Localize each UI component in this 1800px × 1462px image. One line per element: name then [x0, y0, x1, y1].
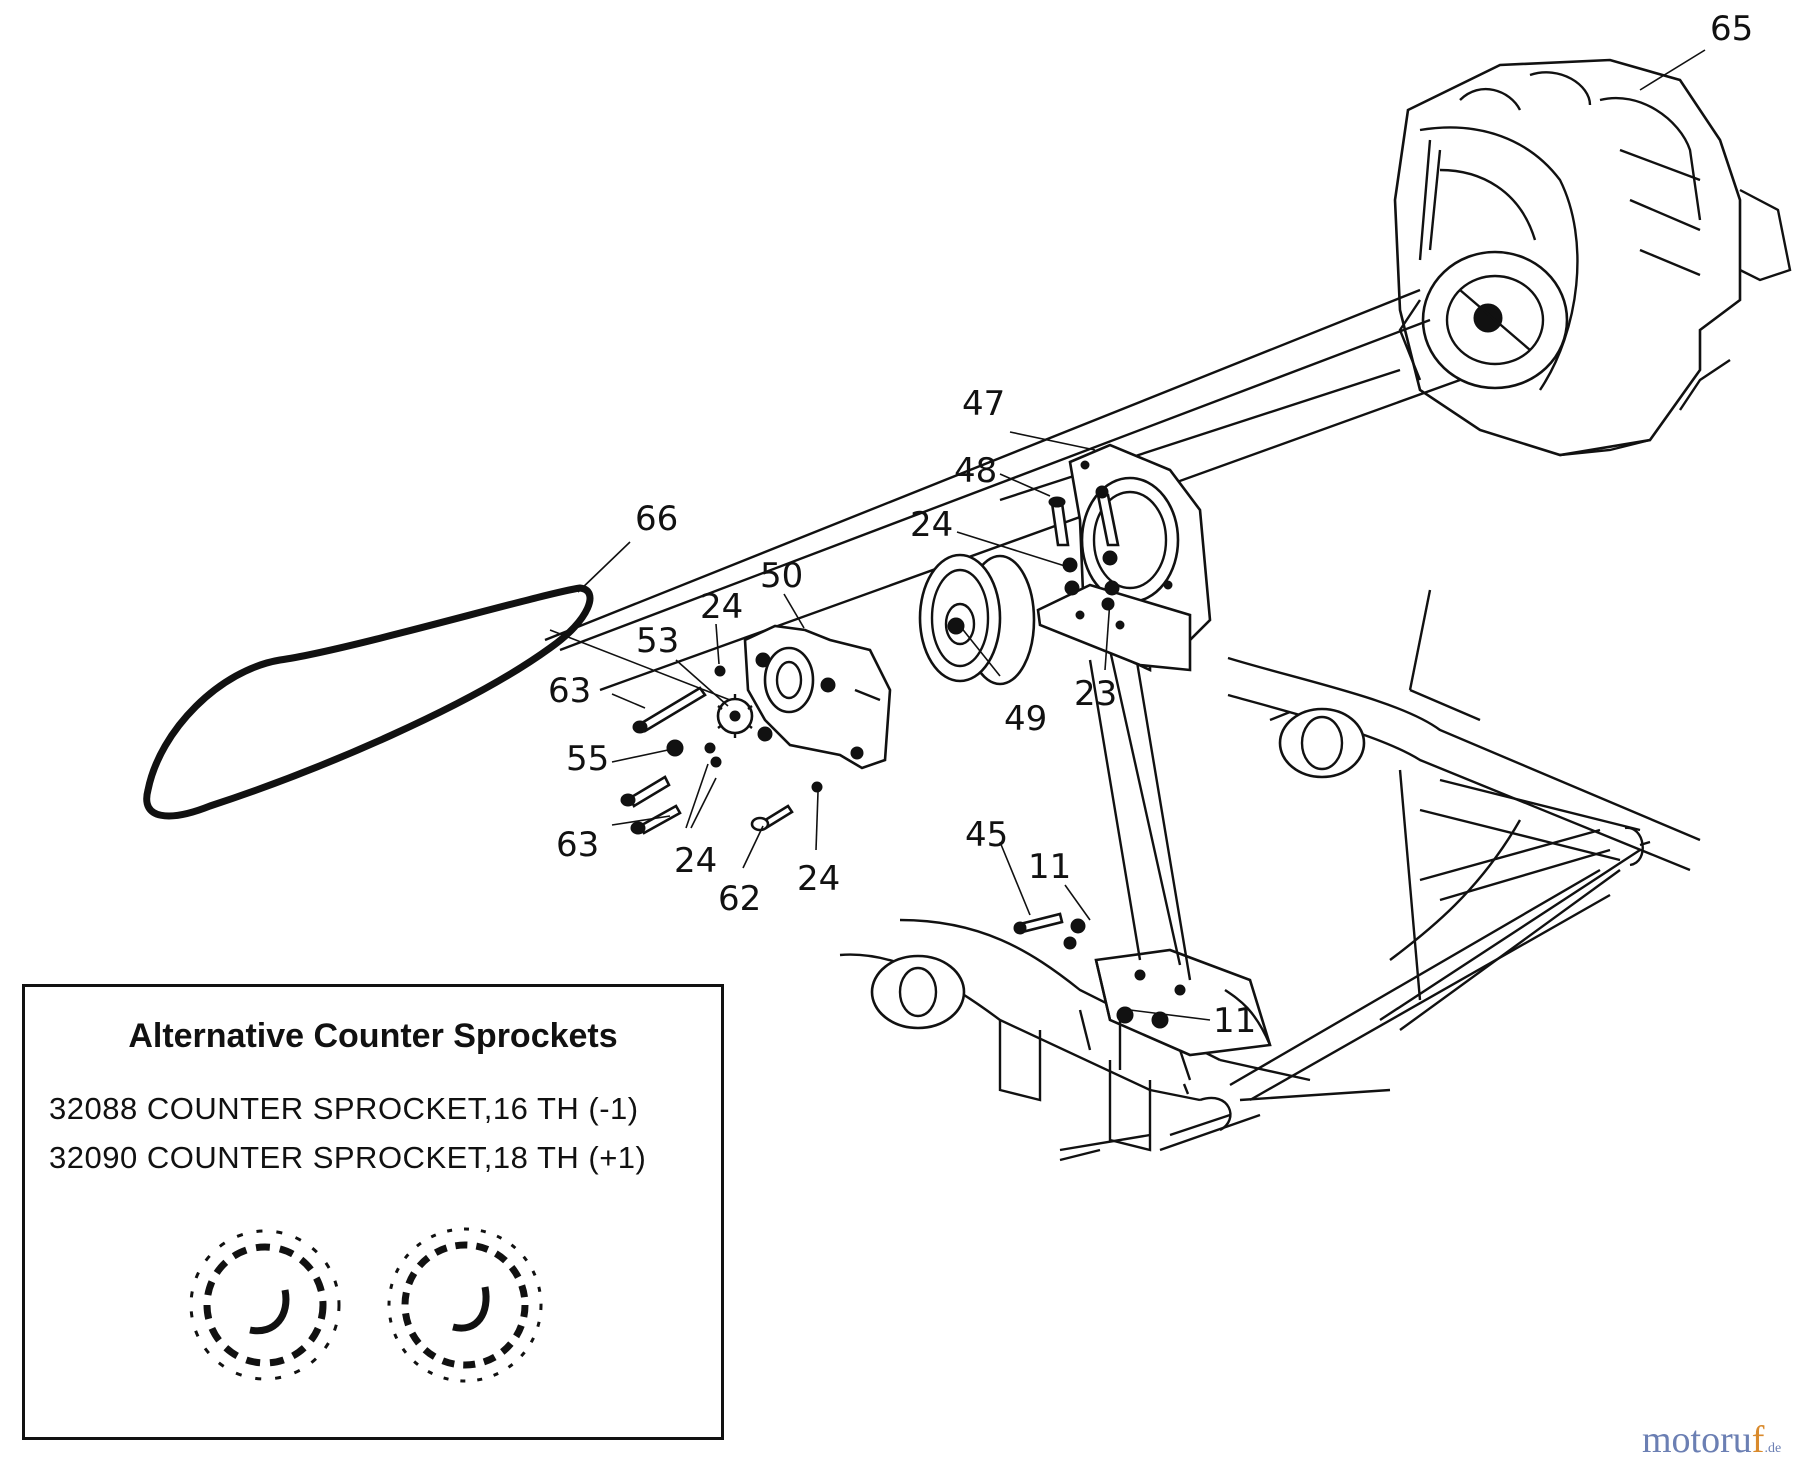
sprocket-18-icon: [387, 1227, 543, 1383]
gear-housing: [743, 624, 892, 770]
shaft-tube: [544, 288, 1461, 692]
callout-45: 45: [965, 815, 1008, 855]
callout-50: 50: [760, 556, 803, 596]
callout-49: 49: [1004, 699, 1047, 739]
engine: [1393, 58, 1792, 457]
alternative-sprocket-item: 32088 COUNTER SPROCKET,16 TH (-1): [49, 1091, 639, 1126]
drive-sprocket: [716, 694, 754, 738]
callout-24c: 24: [674, 841, 717, 881]
callout-24b: 24: [700, 587, 743, 627]
sprocket-16-icon: [189, 1229, 341, 1381]
callout-65: 65: [1710, 9, 1753, 49]
drive-chain: [143, 584, 594, 820]
frame: [839, 589, 1701, 1162]
alternative-sprocket-item: 32090 COUNTER SPROCKET,18 TH (+1): [49, 1140, 647, 1175]
callout-24a: 24: [910, 505, 953, 545]
alternative-sprockets-illustration: [189, 1227, 543, 1383]
callout-63a: 63: [548, 671, 591, 711]
hardware-upper: [1048, 485, 1120, 611]
callout-62: 62: [718, 879, 761, 919]
leader-lines: [549, 49, 1706, 1021]
callout-11b: 11: [1213, 1001, 1256, 1041]
watermark-main: motoru: [1642, 1419, 1752, 1461]
callout-55: 55: [566, 739, 609, 779]
watermark-logo: motoruf.de: [1642, 1418, 1781, 1462]
callout-11a: 11: [1028, 847, 1071, 887]
watermark-suffix: .de: [1764, 1441, 1782, 1456]
alternative-sprockets-box: Alternative Counter Sprockets 32088 COUN…: [22, 984, 724, 1440]
alternative-sprockets-title: Alternative Counter Sprockets: [128, 1017, 618, 1055]
mounting-bracket: [1078, 619, 1272, 1081]
callout-53: 53: [636, 621, 679, 661]
watermark-accent: f: [1751, 1419, 1765, 1461]
callout-23: 23: [1074, 674, 1117, 714]
hardware-bracket: [1013, 912, 1086, 950]
callouts: 65 47 48 24 66 50 24 53 63 55 63 24 62 2…: [548, 9, 1753, 1041]
callout-47: 47: [962, 384, 1005, 424]
clutch-drum: [918, 553, 1036, 686]
callout-48: 48: [954, 451, 997, 491]
hardware-lower: [620, 665, 823, 835]
callout-66: 66: [635, 499, 678, 539]
callout-24d: 24: [797, 859, 840, 899]
callout-63b: 63: [556, 825, 599, 865]
